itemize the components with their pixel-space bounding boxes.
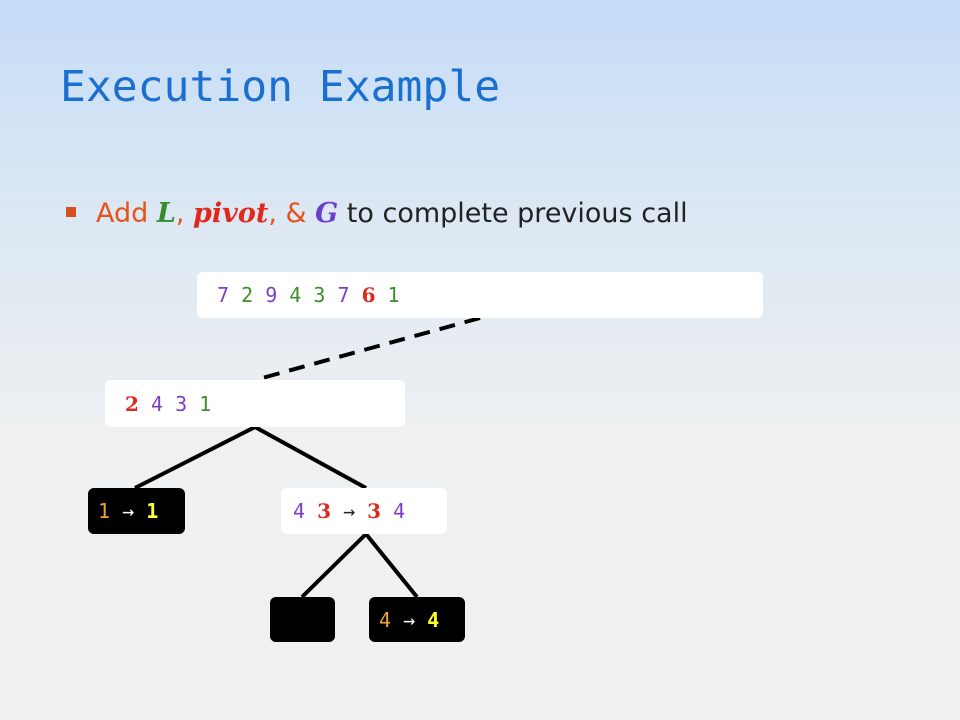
root-digit: 2 xyxy=(241,283,254,307)
mid-output-pivot-digit: 3 xyxy=(367,499,382,523)
bullet-add: Add xyxy=(96,198,157,229)
level1-digit: 1 xyxy=(199,391,212,416)
bullet-comma2: , & xyxy=(268,198,316,229)
bullet-line: Add L, pivot, & G to complete previous c… xyxy=(66,198,688,229)
level1-digit: 4 xyxy=(150,391,164,416)
left-leaf-output: 1 xyxy=(146,499,159,523)
tree-node-mid: 4 3 → 3 4 xyxy=(281,488,447,534)
tree-node-root: 7 2 9 4 3 7 6 1 xyxy=(197,272,763,318)
tree-node-left-leaf: 1 → 1 xyxy=(88,488,185,534)
arrow-icon: → xyxy=(122,499,135,523)
root-digit: 1 xyxy=(387,283,400,307)
right-leaf-output: 4 xyxy=(427,607,440,632)
mid-pivot-digit: 3 xyxy=(317,499,332,523)
root-digit: 3 xyxy=(313,283,326,307)
right-leaf-input: 4 xyxy=(379,607,392,632)
root-digit: 7 xyxy=(217,283,230,307)
root-pivot-digit: 6 xyxy=(361,283,376,307)
edge-level1-mid xyxy=(254,425,367,490)
bullet-square-icon xyxy=(66,206,76,217)
arrow-icon: → xyxy=(403,607,416,632)
level1-digit: 3 xyxy=(175,391,188,416)
edge-mid-right xyxy=(364,532,419,599)
slide-title: Execution Example xyxy=(60,62,501,112)
bullet-comma1: , xyxy=(175,198,194,229)
arrow-icon: → xyxy=(343,499,356,523)
tree-node-empty-leaf xyxy=(270,597,335,642)
root-digit: 4 xyxy=(289,283,302,307)
tree-node-right-leaf: 4 → 4 xyxy=(369,597,465,642)
left-leaf-input: 1 xyxy=(98,499,111,523)
root-digit: 7 xyxy=(337,283,350,307)
mid-output-digit: 4 xyxy=(393,499,406,523)
bullet-post: to complete previous call xyxy=(338,198,688,229)
tree-node-level1: 2 4 3 1 xyxy=(105,380,405,427)
edge-level1-left xyxy=(134,425,256,490)
level1-pivot-digit: 2 xyxy=(125,391,139,416)
edge-mid-empty xyxy=(300,532,368,599)
bullet-pivot: pivot xyxy=(193,198,269,229)
root-digit: 9 xyxy=(265,283,278,307)
edge-root-level1 xyxy=(254,316,481,382)
mid-input-digit: 4 xyxy=(293,499,306,523)
bullet-L: L xyxy=(156,198,176,229)
bullet-G: G xyxy=(315,198,339,229)
